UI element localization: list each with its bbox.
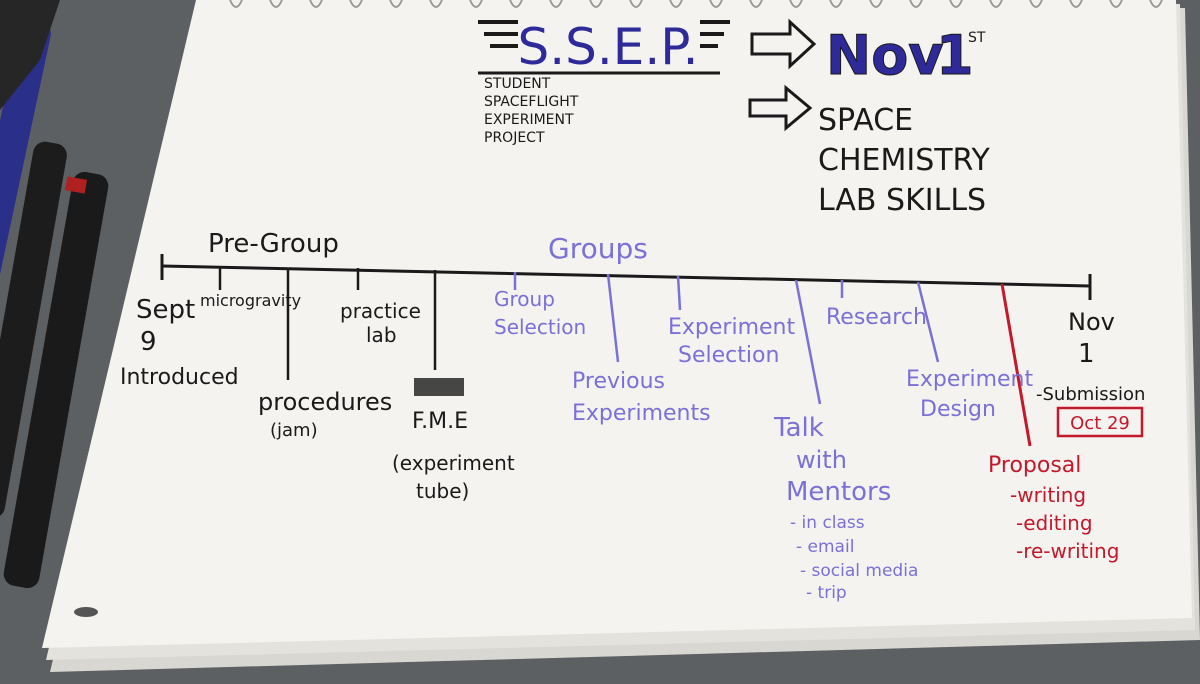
pregroup-label: Pre-Group [208,229,339,259]
fme-note-2: tube) [416,479,469,503]
microgravity-label: microgravity [200,291,301,310]
proposal-item-3: -re-writing [1016,539,1119,563]
exp-selection-l1: Experiment [668,315,795,340]
notebook [42,0,1200,672]
acronym-word-1: STUDENT [484,76,551,92]
acronym-word-2: SPACEFLIGHT [484,94,579,110]
exp-selection-l2: Selection [678,343,779,368]
start-day: 9 [140,327,157,357]
submission-label: -Submission [1036,384,1145,405]
practice-label: practice [340,299,421,323]
acronym-word-3: EXPERIMENT [484,112,574,128]
design-l1: Experiment [906,367,1033,392]
start-month: Sept [136,295,195,325]
group-selection-l1: Group [494,287,555,311]
page-title: S.S.E.P. [517,18,698,76]
proposal-item-1: -writing [1010,483,1086,507]
end-month: Nov [1068,308,1115,336]
mentor-item-3: - social media [800,561,918,581]
fme-label: F.M.E [412,409,468,434]
proposal-item-2: -editing [1016,511,1093,535]
group-selection-l2: Selection [494,315,586,339]
talk-l2: with [796,446,847,474]
mentor-item-1: - in class [790,513,865,533]
deadline-suffix: ST [968,30,986,46]
topic-lab-skills: LAB SKILLS [818,183,986,218]
previous-l2: Experiments [572,401,711,426]
talk-l1: Talk [773,413,824,443]
end-day: 1 [1078,339,1095,369]
acronym-word-4: PROJECT [484,130,545,146]
procedures-note: (jam) [270,420,318,441]
groups-label: Groups [548,232,648,265]
mentor-item-2: - email [796,537,854,557]
previous-l1: Previous [572,369,665,394]
start-caption: Introduced [120,365,239,390]
proposal-title: Proposal [988,453,1081,478]
topic-space: SPACE [818,103,913,138]
topic-chemistry: CHEMISTRY [818,143,990,178]
deadline-month: Nov [826,24,944,87]
deadline-date: Oct 29 [1070,413,1130,434]
fme-note-1: (experiment [392,451,515,475]
lab-label: lab [366,323,397,347]
talk-l3: Mentors [786,477,891,507]
mentor-item-4: - trip [806,583,847,603]
research-label: Research [826,305,927,330]
design-l2: Design [920,397,996,422]
scribble-mark [414,378,464,396]
procedures-label: procedures [258,388,392,416]
